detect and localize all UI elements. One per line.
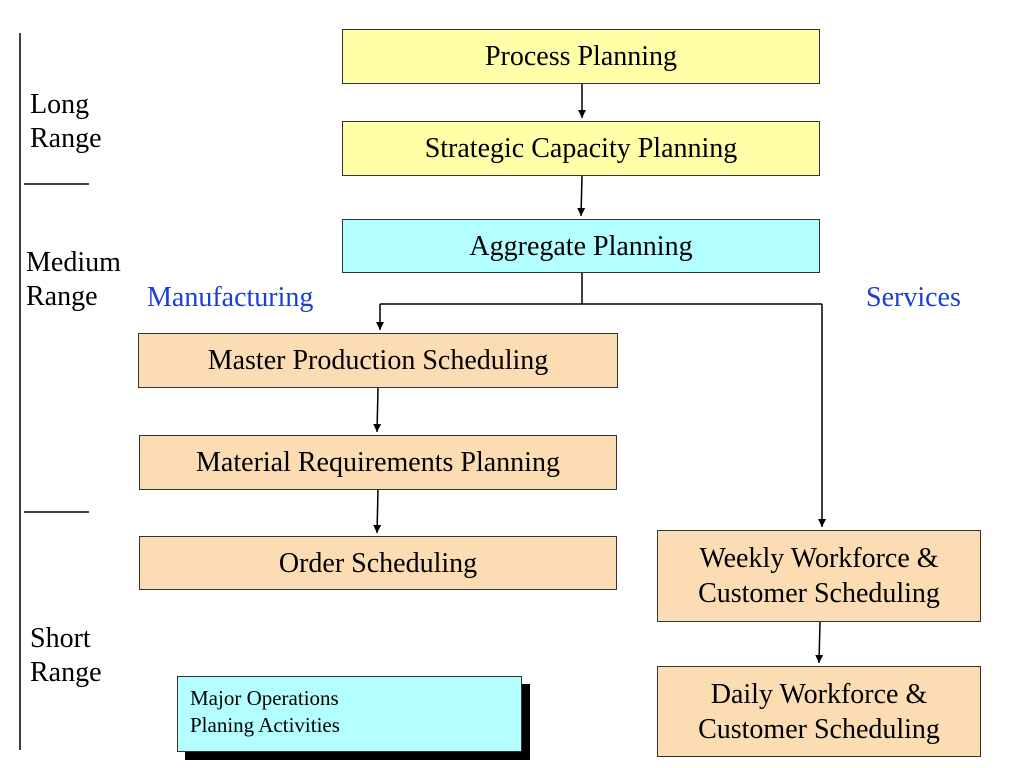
arrow-strategic-to-aggregate	[577, 175, 586, 217]
aggregate-planning-box: Aggregate Planning	[342, 219, 820, 273]
long-range-label: Long Range	[30, 89, 102, 154]
daily-workforce-scheduling-box: Daily Workforce & Customer Scheduling	[657, 666, 981, 757]
master-production-scheduling-box: Master Production Scheduling	[138, 333, 618, 388]
short-range-label: Short Range	[30, 623, 102, 688]
legend-box: Major Operations Planing Activities	[177, 676, 522, 752]
services-label: Services	[866, 282, 961, 313]
material-requirements-planning-box: Material Requirements Planning	[139, 435, 617, 490]
medium-range-label: Medium Range	[26, 247, 121, 312]
weekly-workforce-scheduling-box: Weekly Workforce & Customer Scheduling	[657, 530, 981, 622]
arrow-master-to-material	[373, 387, 382, 433]
manufacturing-label: Manufacturing	[147, 282, 314, 313]
process-planning-box: Process Planning	[342, 29, 820, 84]
order-scheduling-box: Order Scheduling	[139, 536, 617, 590]
arrow-weekly-to-daily	[815, 621, 824, 664]
strategic-capacity-planning-box: Strategic Capacity Planning	[342, 121, 820, 176]
arrow-material-to-order	[373, 489, 382, 534]
